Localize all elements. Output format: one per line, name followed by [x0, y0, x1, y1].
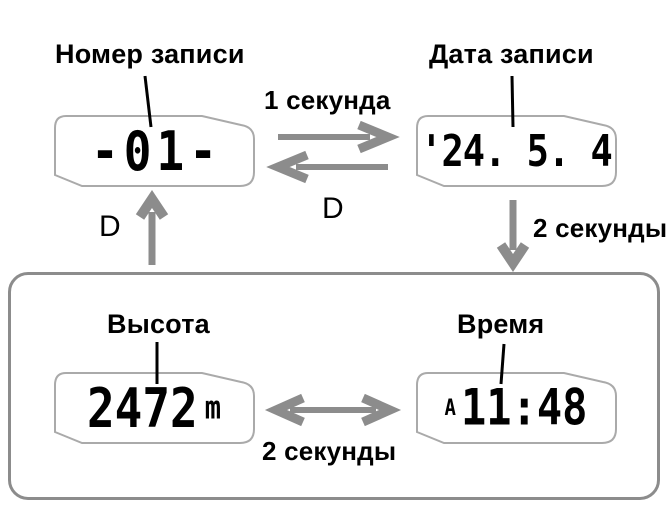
screen-record-date: '24. 5. 4 [414, 115, 618, 187]
arrow-up-icon [135, 189, 169, 265]
screen-altitude: 2472 m [52, 372, 256, 444]
label-altitude: Высота [107, 309, 210, 339]
screen-time: A 11:48 [414, 372, 618, 444]
screen-record-number: -01- [52, 115, 256, 187]
arrow-right-icon [278, 120, 400, 154]
lcd-time-value: 11:48 [461, 378, 588, 437]
label-two-seconds-vertical: 2 секунды [533, 213, 667, 243]
lcd-am-indicator: A [444, 394, 456, 421]
lcd-altitude-unit: m [204, 389, 222, 427]
label-two-seconds-horizontal: 2 секунды [262, 436, 397, 466]
label-time: Время [457, 309, 545, 339]
label-d-button-left: D [99, 210, 121, 243]
lcd-record-number: -01- [52, 115, 256, 187]
arrow-left-icon [266, 150, 388, 184]
lcd-time: A 11:48 [414, 372, 618, 444]
lcd-record-date: '24. 5. 4 [414, 115, 618, 187]
label-one-second: 1 секунда [264, 85, 391, 115]
lcd-record-date-text: '24. 5. 4 [420, 125, 612, 177]
label-record-date: Дата записи [429, 39, 594, 69]
label-d-button-center: D [322, 192, 344, 225]
arrow-down-icon [496, 200, 530, 273]
lcd-altitude-value: 2472 [86, 376, 198, 440]
lcd-altitude: 2472 m [52, 372, 256, 444]
label-record-number: Номер записи [55, 39, 245, 69]
lcd-record-number-text: -01- [91, 119, 222, 183]
